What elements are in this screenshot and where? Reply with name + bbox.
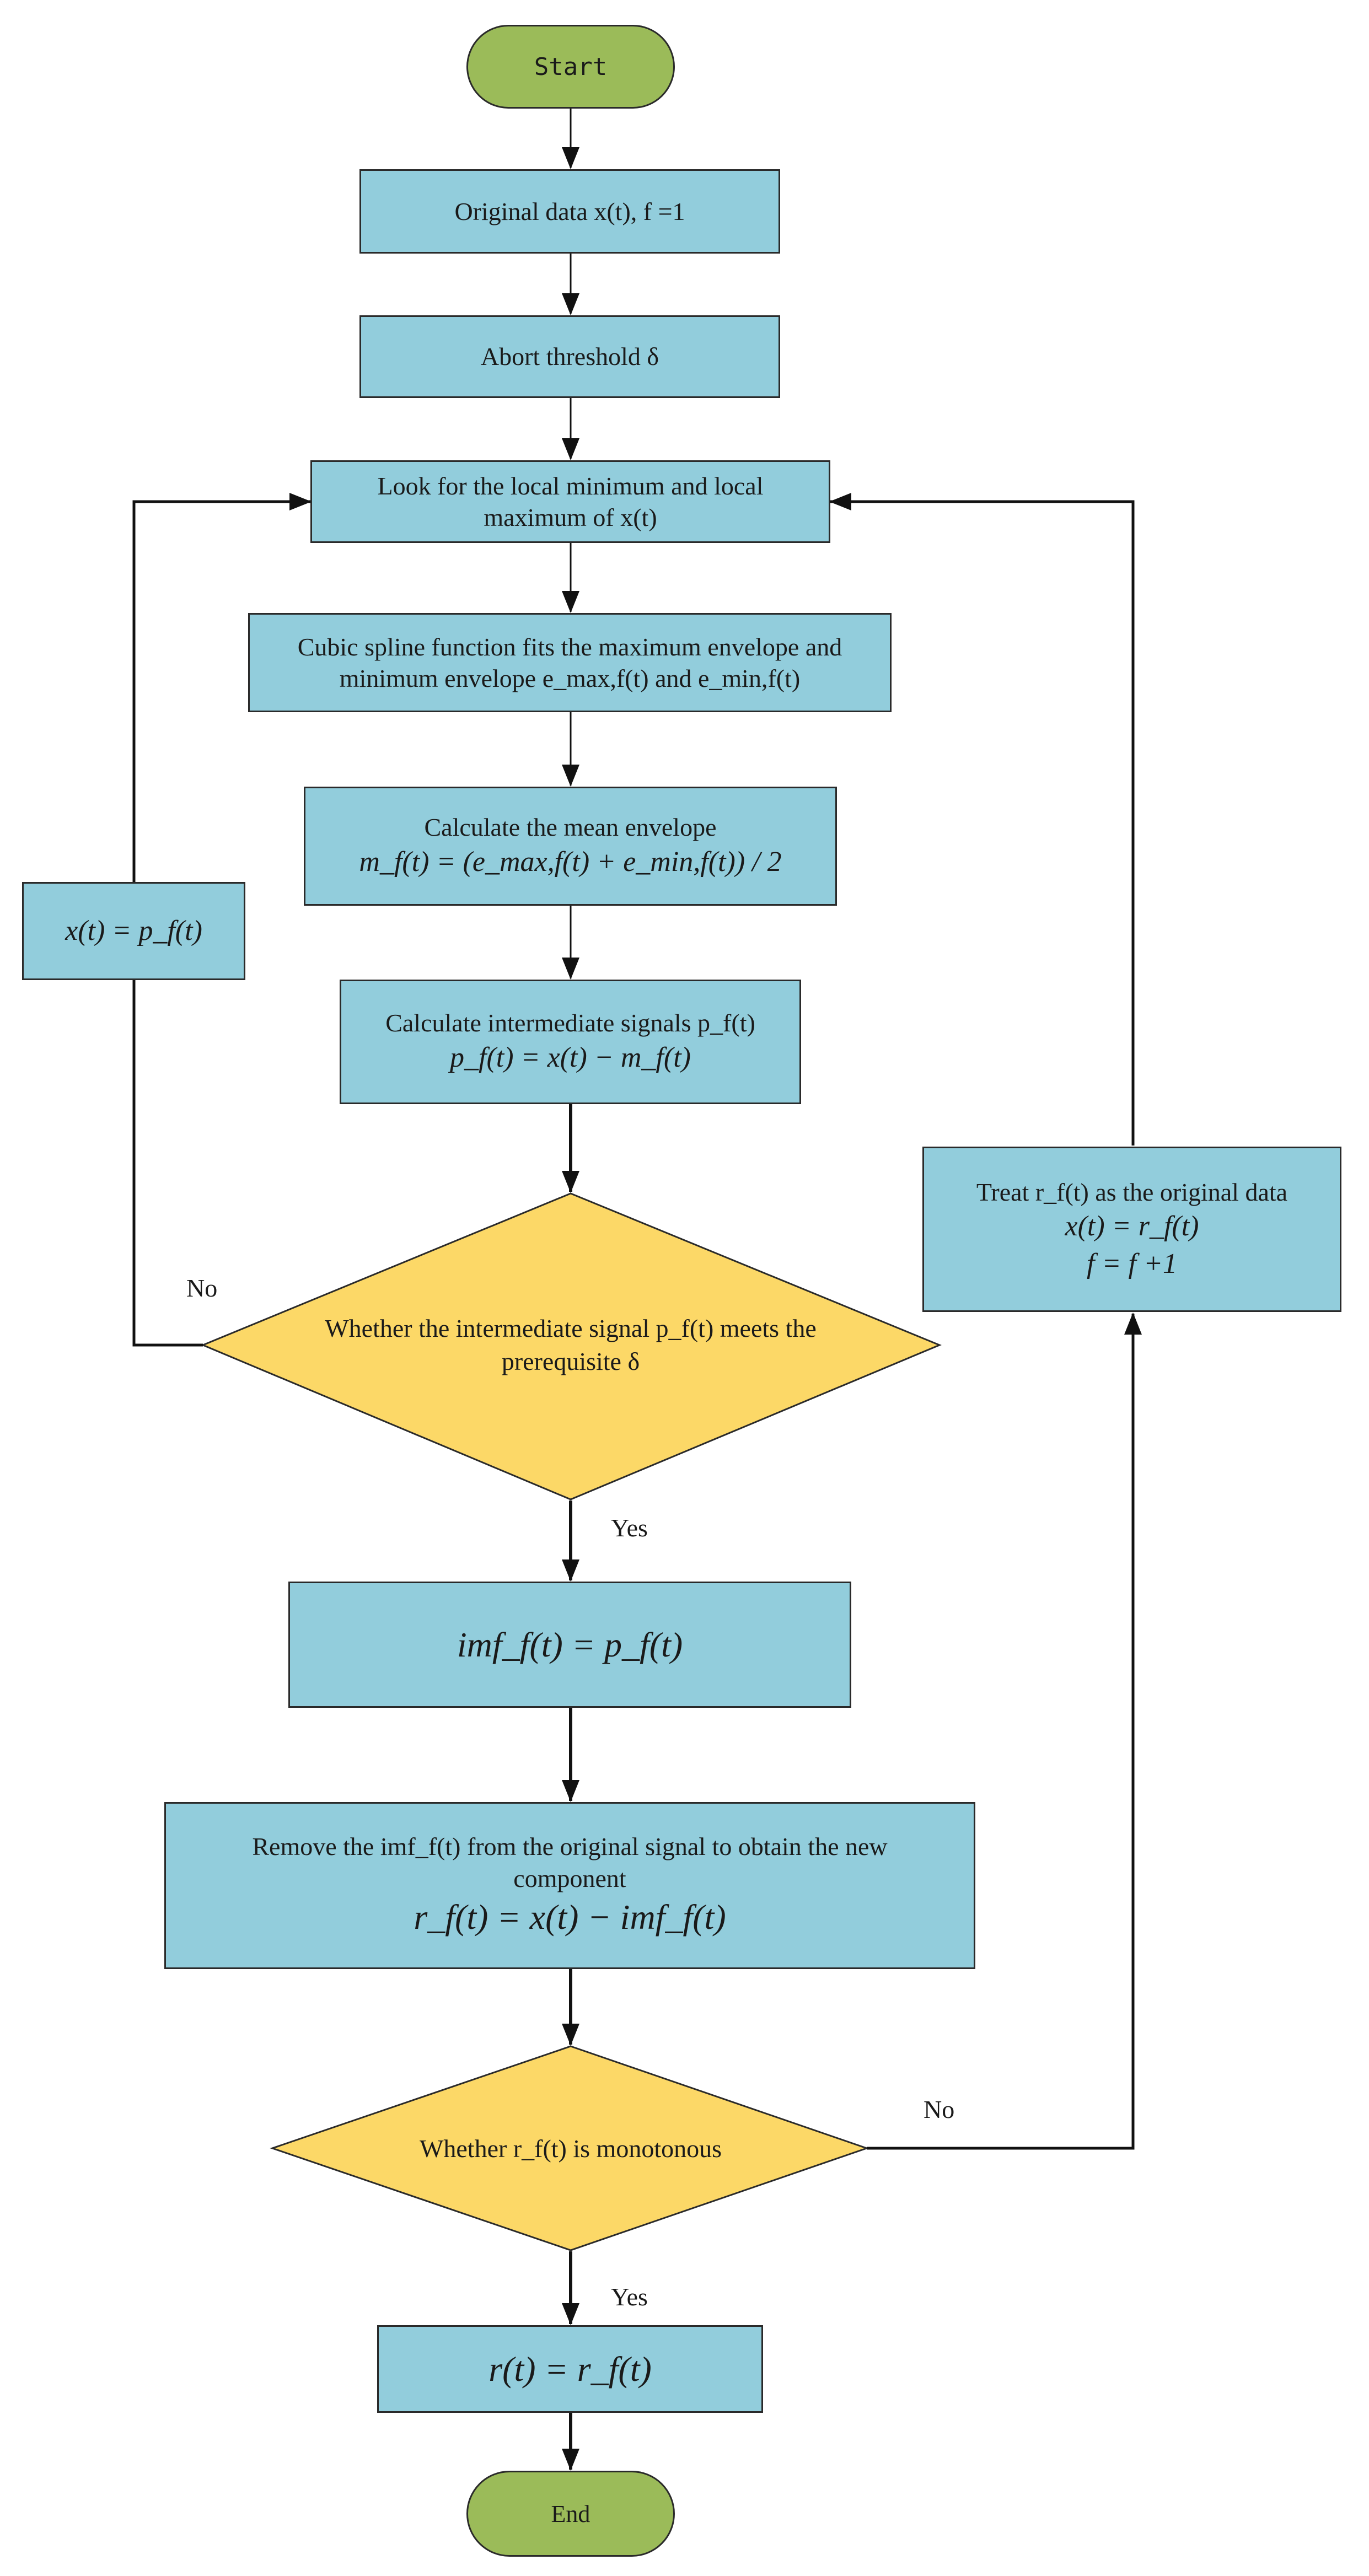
decision-prereq-line1: Whether the intermediate signal p_f(t) m… [325,1314,817,1343]
mean-envelope-box: Calculate the mean envelope m_f(t) = (e_… [304,787,837,906]
edge-label-no-left: No [186,1274,218,1302]
mean-envelope-line1: Calculate the mean envelope [424,813,717,842]
local-extrema-line1: Look for the local minimum and local [377,471,764,500]
feedback-x-box: x(t) = p_f(t) [22,882,245,980]
start-label: Start [534,52,608,81]
decision-mono-text: Whether r_f(t) is monotonous [331,2117,810,2180]
result-formula: r(t) = r_f(t) [488,2349,652,2389]
spline-line2: minimum envelope e_max,f(t) and e_min,f(… [339,664,801,692]
imf-box: imf_f(t) = p_f(t) [288,1582,851,1708]
decision-prereq-text: Whether the intermediate signal p_f(t) m… [259,1290,882,1400]
intermediate-box: Calculate intermediate signals p_f(t) p_… [340,980,801,1104]
end-terminal: End [466,2471,675,2557]
arrow-no-right-to-treat [867,1313,1142,2150]
treat-line1: Treat r_f(t) as the original data [976,1177,1288,1206]
original-data-text: Original data x(t), f =1 [454,197,685,225]
edge-label-yes-1: Yes [611,1514,648,1542]
decision-prereq-diamond [201,1192,942,1501]
decision-mono-diamond [270,2045,869,2251]
end-label: End [551,2500,590,2527]
imf-formula: imf_f(t) = p_f(t) [457,1625,683,1664]
remove-line1: Remove the imf_f(t) from the original si… [252,1832,888,1861]
edge-label-yes-2: Yes [611,2283,648,2311]
spline-box: Cubic spline function fits the maximum e… [248,613,892,712]
decision-prereq-line2: prerequisite δ [501,1347,640,1375]
arrow-treat-to-extrema [829,493,1135,1146]
local-extrema-line2: maximum of x(t) [484,503,657,531]
treat-box: Treat r_f(t) as the original data x(t) =… [922,1147,1341,1312]
start-terminal: Start [466,25,675,109]
mean-envelope-formula: m_f(t) = (e_max,f(t) + e_min,f(t)) / 2 [359,846,782,878]
result-box: r(t) = r_f(t) [377,2325,763,2413]
remove-box: Remove the imf_f(t) from the original si… [164,1802,975,1969]
edge-label-no-right: No [924,2095,955,2123]
original-data-box: Original data x(t), f =1 [359,169,780,254]
decision-mono-line: Whether r_f(t) is monotonous [419,2134,722,2163]
local-extrema-box: Look for the local minimum and local max… [310,460,830,543]
remove-formula: r_f(t) = x(t) − imf_f(t) [414,1897,726,1937]
spline-line1: Cubic spline function fits the maximum e… [297,632,842,661]
feedback-x-formula: x(t) = p_f(t) [65,915,202,947]
treat-formula1: x(t) = r_f(t) [1065,1211,1199,1243]
intermediate-line1: Calculate intermediate signals p_f(t) [385,1009,755,1037]
abort-threshold-text: Abort threshold δ [480,342,659,371]
abort-threshold-box: Abort threshold δ [359,315,780,398]
treat-formula2: f = f +1 [1086,1247,1178,1279]
remove-line2: component [513,1864,626,1892]
intermediate-formula: p_f(t) = x(t) − m_f(t) [450,1041,691,1073]
